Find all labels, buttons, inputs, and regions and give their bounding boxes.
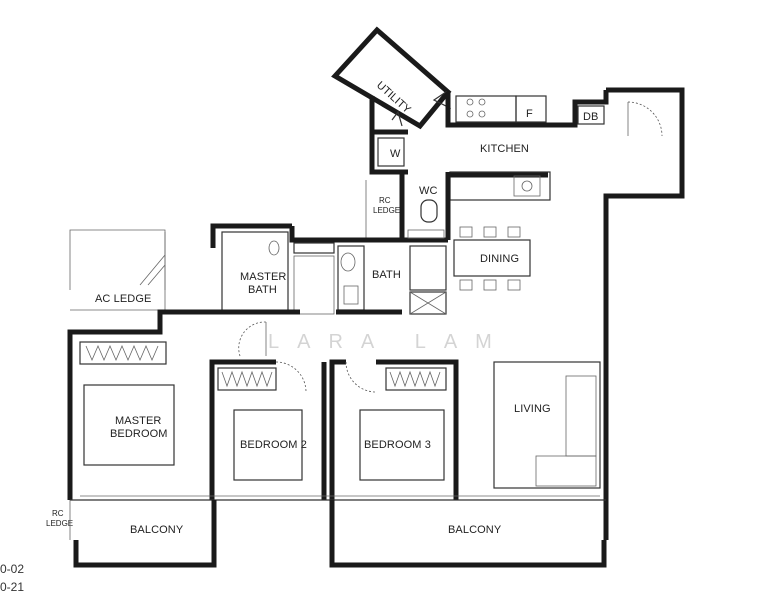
balcony-right-label: BALCONY [448,524,502,536]
rc-ledge-bottom-label-1: RC [52,509,64,518]
bedroom-2-label: BEDROOM 2 [240,439,307,451]
balcony-line [70,495,606,501]
rc-ledge-top-label-1: RC [379,196,391,205]
rc-ledge-bottom-label-2: LEDGE [46,519,73,528]
entrance-walls [603,87,685,540]
dining-label: DINING [480,253,519,265]
fridge-label: F [526,108,533,120]
master-bedroom: MASTER BEDROOM [67,309,267,500]
wc-label: WC [419,185,438,197]
master-bath: MASTER BATH [210,223,336,315]
kitchen: F DB KITCHEN [445,90,609,201]
wc-room: WC [399,172,451,243]
unit-code-2: 0-21 [0,580,25,594]
bath-label: BATH [372,269,401,281]
master-bedroom-label-2: BEDROOM [110,428,168,440]
watermark: LARA LAM [268,331,510,353]
unit-code-1: 0-02 [0,562,25,576]
db-label: DB [583,111,598,123]
dining-area: DINING [453,226,531,291]
bedroom-2: BEDROOM 2 [209,359,327,500]
utility-walls: W [369,96,408,175]
master-bedroom-label-1: MASTER [115,415,161,427]
bedroom-3-label: BEDROOM 3 [364,439,431,451]
bath: BATH [336,237,447,315]
ac-ledge: AC LEDGE [69,229,166,311]
master-bath-label-1: MASTER [240,271,286,283]
balcony-left-label: BALCONY [130,524,184,536]
master-bath-label-2: BATH [248,284,277,296]
rc-ledge-top-label-2: LEDGE [373,206,400,215]
w-label: W [390,148,401,160]
balcony-left: BALCONY [73,500,217,568]
living-label: LIVING [514,403,551,415]
rc-ledge-bottom: RC LEDGE [46,500,73,540]
balcony-right: BALCONY [329,500,607,568]
utility-room: UTILITY [331,26,452,130]
rc-ledge-top: RC LEDGE [365,180,400,240]
ac-ledge-label: AC LEDGE [95,293,151,305]
living-area: LIVING [493,361,601,489]
kitchen-label: KITCHEN [480,143,529,155]
bedroom-3: BEDROOM 3 [329,359,459,500]
